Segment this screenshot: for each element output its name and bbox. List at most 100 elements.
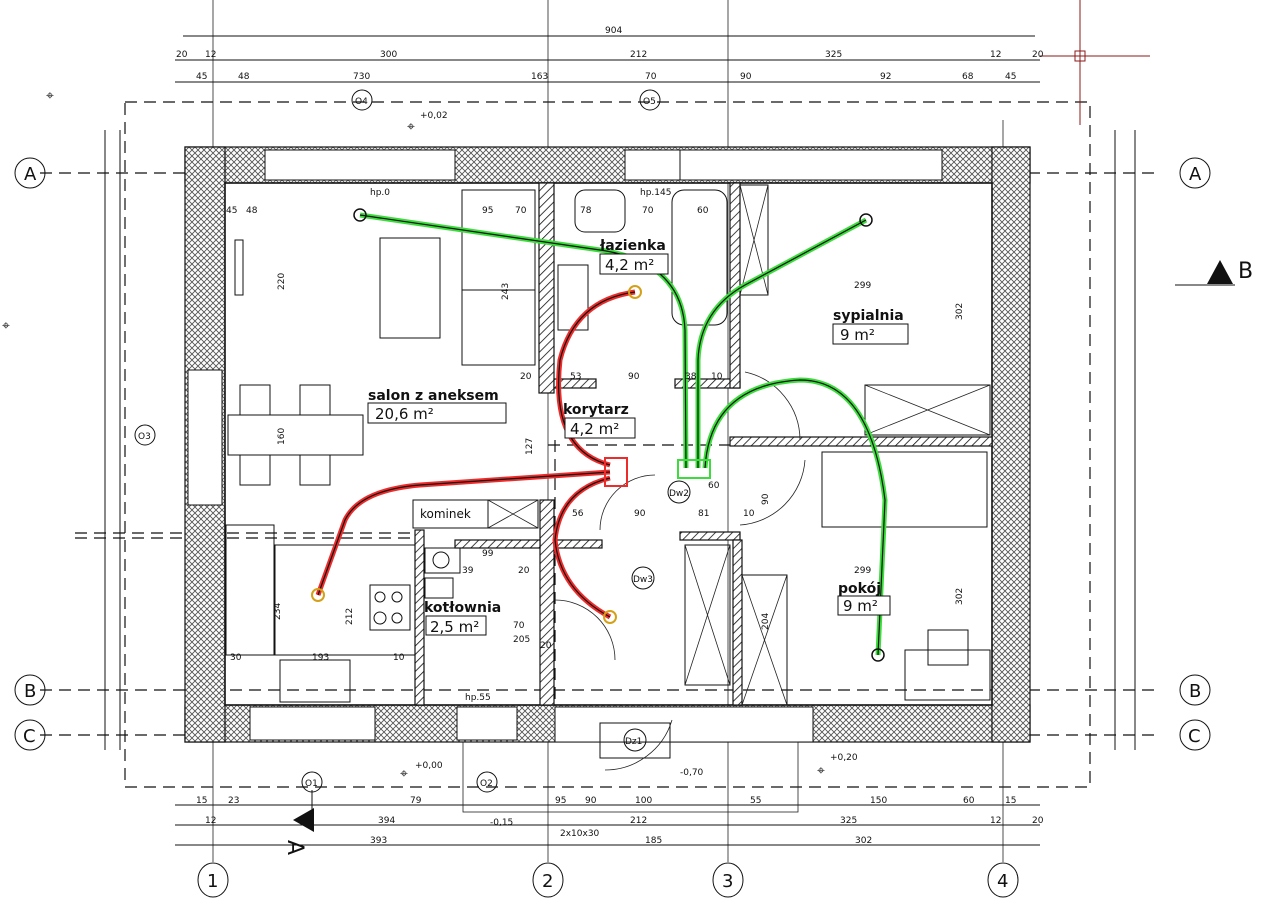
dim: 60 <box>963 796 975 806</box>
dim: 234 <box>273 603 283 620</box>
dim: 10 <box>393 653 405 663</box>
level-mark: +0,00 <box>415 761 443 771</box>
dim: 10 <box>711 372 723 382</box>
dim: 12 <box>990 816 1001 826</box>
dim: 45 <box>226 206 237 216</box>
radiator-marker <box>859 213 873 227</box>
dim: 48 <box>238 72 250 82</box>
level-mark: -0,70 <box>680 768 704 778</box>
dim: 185 <box>645 836 662 846</box>
heating-pipes <box>359 212 888 656</box>
dim: 300 <box>380 50 397 60</box>
axis-label: 3 <box>722 871 733 892</box>
level-cross-icon: ⌖ <box>407 119 415 135</box>
axis-label: C <box>1188 726 1201 747</box>
axis-row-b-right: B <box>1179 674 1211 706</box>
axis-label: A <box>1189 164 1202 185</box>
axis-label: B <box>24 681 36 702</box>
dim: 20 <box>518 566 530 576</box>
axis-label: 1 <box>207 871 218 892</box>
dim: 81 <box>698 509 709 519</box>
axis-col-4: 4 <box>987 862 1019 898</box>
dim: 204 <box>761 613 771 630</box>
dim: 45 <box>1005 72 1016 82</box>
level-mark: -0,15 <box>490 818 513 828</box>
dimension-lines <box>104 35 1136 846</box>
level-marks: +0,02 +0,00 -0,15 +0,20 -0,70 ⌖ ⌖ ⌖ ⌖ ⌖ <box>2 88 858 828</box>
dim: 68 <box>962 72 974 82</box>
axis-col-3: 3 <box>712 862 744 898</box>
room-labels: salon z aneksem 20,6 m² łazienka 4,2 m² … <box>367 238 909 636</box>
dim: 70 <box>513 621 525 631</box>
dim: 53 <box>570 372 581 382</box>
dim: 212 <box>630 816 647 826</box>
window-code: O3 <box>138 432 151 442</box>
dim: 39 <box>462 566 474 576</box>
dim: 302 <box>855 836 872 846</box>
room-name: pokój <box>838 581 881 597</box>
axis-label: 4 <box>997 871 1008 892</box>
gas-marker <box>311 588 325 602</box>
section-label: A <box>282 840 307 855</box>
room-area: 20,6 m² <box>375 405 434 423</box>
dim: 90 <box>761 493 771 505</box>
axis-row-a-right: A <box>1179 157 1211 189</box>
room-name: kotłownia <box>424 600 501 616</box>
door-code: Dz1 <box>625 737 642 747</box>
window-code: O2 <box>480 779 493 789</box>
element-codes: O4 O5 O3 O1 O2 Dz1 Dw3 Dw2 <box>134 89 691 793</box>
dim: 299 <box>854 281 871 291</box>
level-mark: +0,20 <box>830 753 858 763</box>
room-area: 4,2 m² <box>570 420 619 438</box>
axis-row-a-left: A <box>14 157 46 189</box>
fireplace-label: kominek <box>420 507 471 521</box>
room-name: sypialnia <box>833 308 904 324</box>
stair-note: 2x10x30 <box>560 829 600 839</box>
axis-label: A <box>24 164 37 185</box>
dim: 325 <box>825 50 842 60</box>
room-area: 4,2 m² <box>605 256 654 274</box>
dim: 15 <box>1005 796 1016 806</box>
axis-row-c-right: C <box>1179 719 1211 751</box>
window-code: O1 <box>305 779 318 789</box>
level-cross-icon: ⌖ <box>2 318 10 334</box>
dim: 45 <box>196 72 207 82</box>
door-code: Dw3 <box>633 575 653 585</box>
dim: 60 <box>697 206 709 216</box>
section-arrow-icon <box>293 808 314 832</box>
dim: 30 <box>230 653 242 663</box>
grid-axis-bubbles: A B C A B C 1 2 3 4 <box>14 157 1211 898</box>
dim: 79 <box>410 796 422 806</box>
door-code: Dw2 <box>669 489 689 499</box>
section-label: B <box>1238 259 1253 284</box>
dim: 212 <box>630 50 647 60</box>
room-name: salon z aneksem <box>368 388 499 404</box>
dim: hp.145 <box>640 188 671 198</box>
axis-row-c-left: C <box>14 719 46 751</box>
dim: hp.55 <box>465 693 491 703</box>
gas-pipes <box>315 289 636 620</box>
section-marker-a: A <box>282 790 314 855</box>
dim: 10 <box>743 509 755 519</box>
dim: 127 <box>525 438 535 455</box>
room-area: 9 m² <box>843 597 878 615</box>
dim: 38 <box>685 372 697 382</box>
dim: 394 <box>378 816 395 826</box>
dimension-texts: 904 20 12 300 212 325 12 20 45 48 730 16… <box>176 26 1044 846</box>
level-mark: +0,02 <box>420 111 448 121</box>
dim: 302 <box>955 303 965 320</box>
dim: 60 <box>708 481 720 491</box>
window-code: O5 <box>643 97 656 107</box>
dim: 193 <box>312 653 329 663</box>
dim: 220 <box>277 273 287 290</box>
dim: 90 <box>740 72 752 82</box>
gas-marker <box>603 610 617 624</box>
radiator-marker <box>353 208 367 222</box>
radiator-marker <box>871 648 885 662</box>
axis-label: 2 <box>542 871 553 892</box>
dim: 15 <box>196 796 207 806</box>
furniture <box>225 184 991 813</box>
dim: 92 <box>880 72 891 82</box>
dim: 160 <box>277 428 287 445</box>
